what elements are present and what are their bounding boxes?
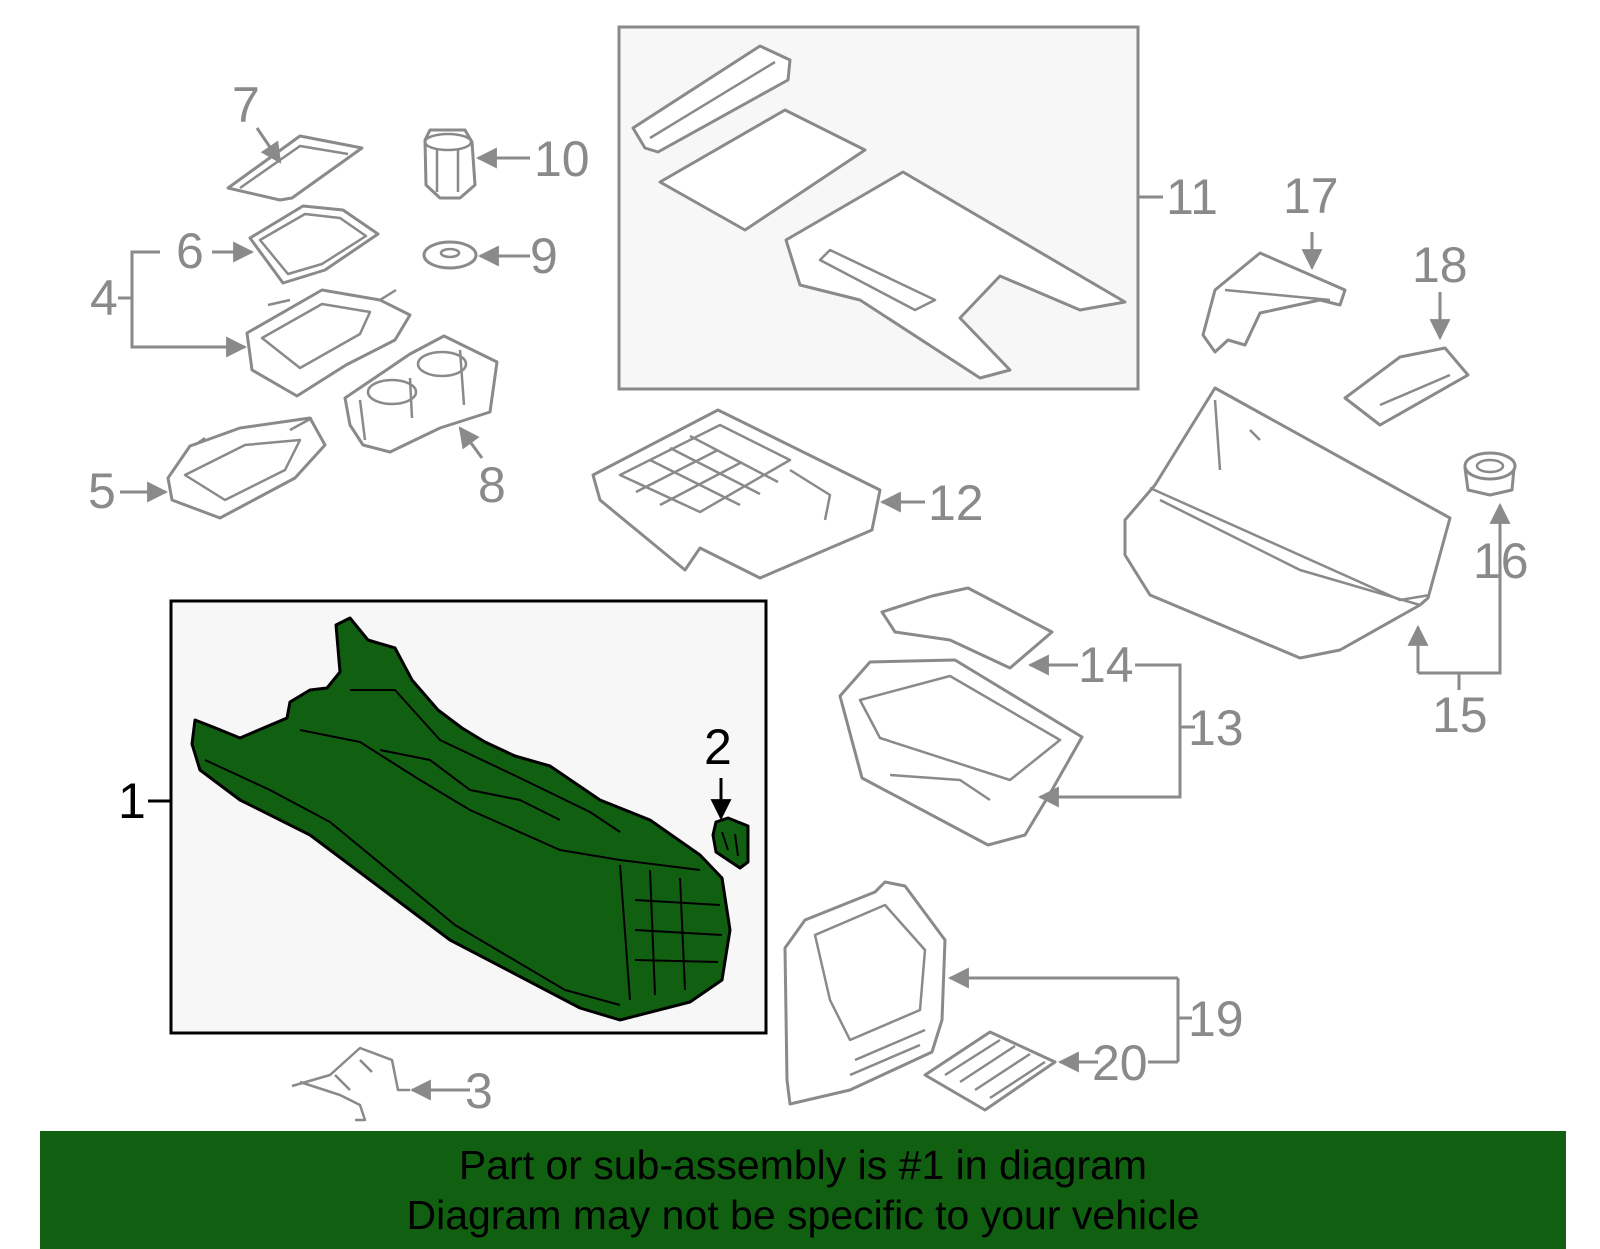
part-1-drawing: [190, 616, 732, 1022]
callout-9: 9: [530, 228, 558, 284]
callout-3: 3: [465, 1063, 493, 1119]
part-8-drawing: [343, 334, 499, 454]
callout-1: 1: [118, 773, 146, 829]
part-2-drawing: [711, 816, 750, 870]
part-7-drawing: [226, 134, 364, 202]
part-9-drawing: [422, 240, 478, 270]
part-19-drawing: [783, 880, 947, 1106]
callout-4: 4: [90, 270, 118, 326]
part-16-drawing: [1463, 451, 1517, 497]
callout-16: 16: [1473, 533, 1529, 589]
callout-8: 8: [478, 457, 506, 513]
part-6-drawing: [248, 204, 380, 285]
part-18-drawing: [1343, 346, 1470, 427]
callout-19: 19: [1188, 991, 1244, 1047]
banner-line-disclaimer: Diagram may not be specific to your vehi…: [406, 1192, 1200, 1238]
part-3-drawing: [291, 1046, 410, 1122]
callout-5: 5: [88, 463, 116, 519]
part-10-drawing: [423, 128, 477, 200]
callout-13: 13: [1188, 700, 1244, 756]
callout-10: 10: [534, 131, 590, 187]
callout-12: 12: [928, 475, 984, 531]
callout-17: 17: [1283, 168, 1339, 224]
part-11-drawing: [631, 44, 1127, 380]
part-13-drawing: [838, 658, 1084, 847]
part-15-drawing: [1123, 386, 1452, 660]
info-banner: Part or sub-assembly is #1 in diagram Di…: [40, 1131, 1566, 1249]
part-12-drawing: [591, 408, 882, 580]
part-20-drawing: [923, 1030, 1057, 1112]
callout-15: 15: [1432, 687, 1488, 743]
part-17-drawing: [1201, 251, 1347, 354]
callout-6: 6: [176, 223, 204, 279]
part-14-drawing: [880, 586, 1054, 670]
callout-labels: 1 2 3 4 5 6 7 8 9 10 11 12 13 14 15 16 1…: [88, 77, 1529, 1119]
banner-line-part-number: Part or sub-assembly is #1 in diagram: [458, 1142, 1148, 1188]
callout-2: 2: [704, 719, 732, 775]
callout-20: 20: [1092, 1035, 1148, 1091]
leader-lines: [118, 127, 1511, 1101]
part-5-drawing: [166, 416, 327, 520]
callout-18: 18: [1412, 237, 1468, 293]
callout-14: 14: [1078, 637, 1134, 693]
callout-11: 11: [1166, 169, 1218, 225]
part-4-drawing: [245, 288, 412, 398]
callout-7: 7: [232, 77, 260, 133]
